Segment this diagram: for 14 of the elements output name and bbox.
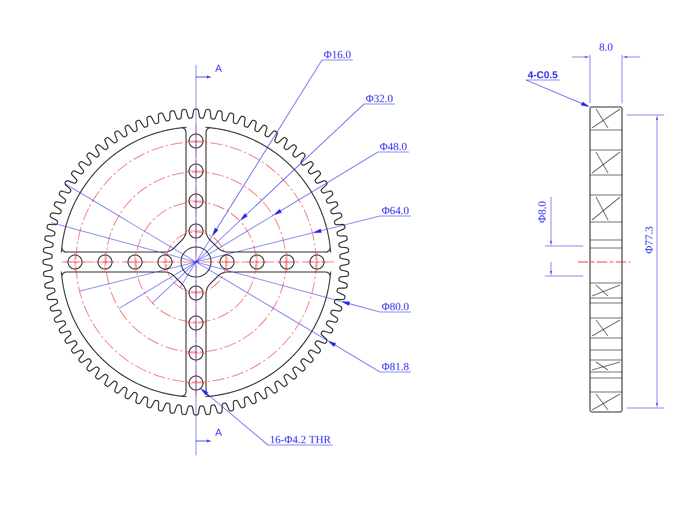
- dimension-label: Φ80.0: [382, 302, 409, 310]
- dimension-label: Φ81.8: [382, 362, 409, 370]
- dimension-label: Φ64.0: [382, 206, 409, 214]
- dimension-label: 4-C0.5: [528, 71, 558, 78]
- section-label: A: [215, 64, 222, 72]
- gear-side-view-drawing: [590, 106, 622, 412]
- dimension-label: 8.0: [600, 43, 612, 51]
- dimension-label: 16-Φ4.2 THR: [270, 436, 331, 444]
- dimension-label: Φ48.0: [380, 142, 407, 150]
- dimension-label: Φ77.3: [645, 226, 653, 254]
- dimension-label: Φ16.0: [324, 50, 351, 58]
- dimension-label: Φ8.0: [538, 202, 546, 223]
- section-label: A: [215, 428, 222, 436]
- dimension-label: Φ32.0: [366, 94, 393, 102]
